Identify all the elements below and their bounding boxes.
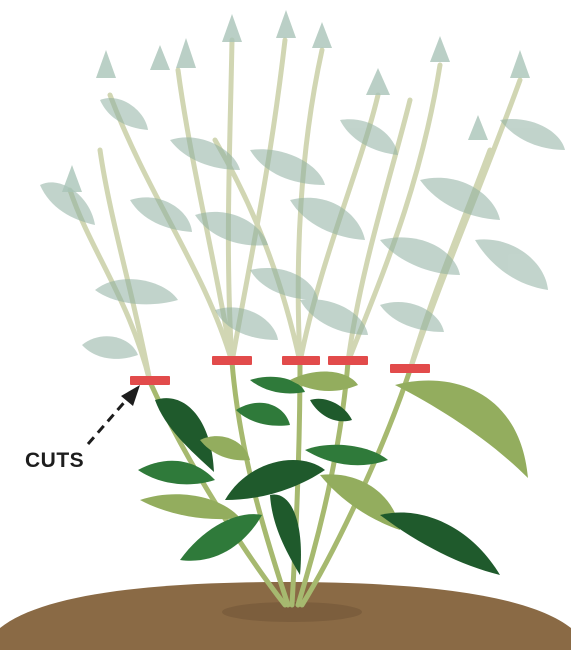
cut-mark-icon <box>212 356 252 365</box>
cut-mark-icon <box>328 356 368 365</box>
old-stems <box>70 40 520 382</box>
cut-mark-icon <box>390 364 430 373</box>
cut-mark-icon <box>130 376 170 385</box>
cuts-label: CUTS <box>25 449 84 473</box>
cut-mark-icon <box>282 356 320 365</box>
dashed-arrow-icon <box>88 385 140 444</box>
